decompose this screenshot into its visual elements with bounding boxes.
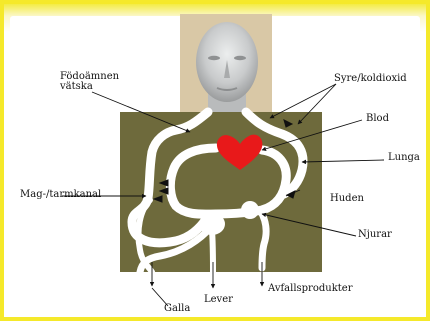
liver-organ [199,213,225,235]
label-mag-tarmkanal: Mag-/tarmkanal [20,190,101,200]
label-syre-koldioxid: Syre/koldioxid [334,74,407,84]
kidney-organ [241,201,259,219]
label-blod: Blod [366,114,389,124]
label-lever: Lever [204,295,233,305]
label-njurar: Njurar [358,230,392,240]
label-fodoamnen-line2: vätska [60,82,119,92]
label-huden: Huden [330,194,364,204]
label-lunga: Lunga [388,153,420,163]
label-avfallsprodukter: Avfallsprodukter [268,284,352,294]
label-fodoamnen: Födoämnen vätska [60,72,119,92]
label-galla: Galla [164,304,190,314]
